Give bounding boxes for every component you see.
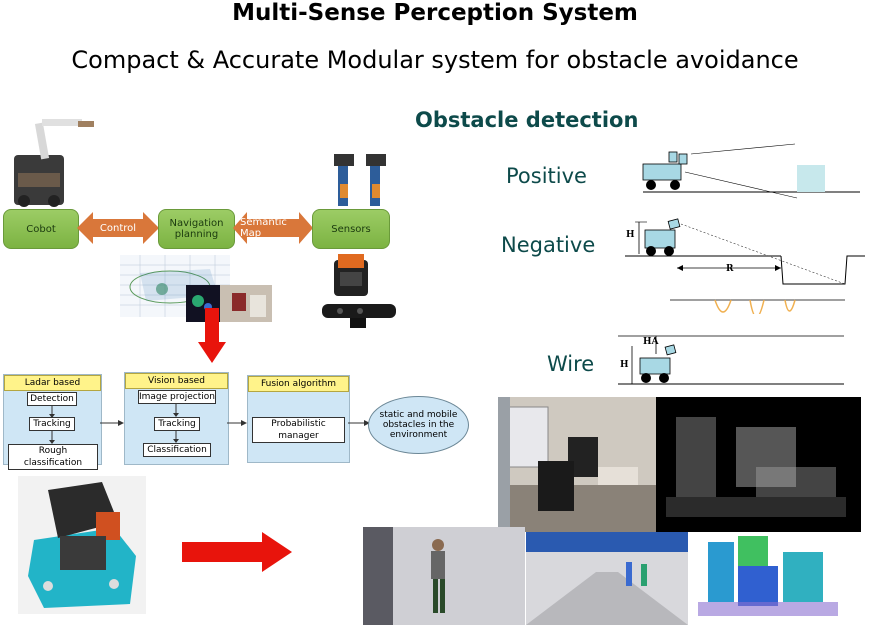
fusion-to-output-arrow: [348, 420, 370, 426]
vision-panel-title: Vision based algorithms: [125, 373, 228, 400]
page-title: Multi-Sense Perception System: [232, 0, 638, 26]
wire-label: Wire: [547, 352, 595, 376]
negative-r-label: R: [726, 264, 734, 274]
obstacle-detection-title: Obstacle detection: [415, 108, 639, 132]
vision-classification: Classification: [143, 443, 211, 457]
positive-label: Positive: [506, 164, 587, 188]
wire-ha-label: HA: [643, 337, 659, 347]
ladar-panel: Ladar based algorithms Detection Trackin…: [3, 374, 102, 470]
positive-obstacle-diagram: [642, 143, 860, 199]
sensor-housing-3d-model: [18, 476, 146, 614]
ladar-rough-classification: Rough classification: [8, 444, 98, 470]
navigation-planning-box: Navigation planning: [158, 209, 235, 249]
negative-obstacle-diagram: [625, 218, 865, 314]
fusion-panel: Fusion algorithm Probabilistic manager: [247, 375, 350, 463]
fusion-probabilistic-manager: Probabilistic manager: [252, 417, 345, 443]
ladar-to-vision-arrow: [100, 420, 124, 426]
kinect-sensor-image: [322, 304, 396, 328]
sensor-heads-image: [334, 154, 386, 206]
colored-point-cloud-image: [688, 532, 850, 625]
output-obstacles-label: static and mobile obstacles in the envir…: [379, 410, 458, 440]
ladar-detection: Detection: [27, 392, 77, 406]
vision-flow-arrows: [173, 403, 179, 443]
red-down-arrow: [198, 308, 226, 363]
office-photo: [498, 397, 656, 532]
sensors-box: Sensors: [312, 209, 390, 249]
lidar-sensor-image: [334, 254, 368, 296]
control-arrow: [77, 212, 159, 244]
cobot-box: Cobot: [3, 209, 79, 249]
vision-panel: Vision based algorithms Image projection…: [124, 372, 229, 465]
semantic-map-label: Semantic Map: [240, 217, 287, 239]
page-subtitle: Compact & Accurate Modular system for ob…: [71, 46, 799, 74]
warehouse-corridor-image: [526, 532, 688, 625]
negative-label: Negative: [501, 233, 596, 257]
wire-h-label: H: [620, 360, 629, 370]
point-cloud-depth-image: [656, 397, 861, 532]
vision-image-projection: Image projection: [138, 390, 216, 404]
vision-to-fusion-arrow: [227, 420, 247, 426]
negative-h-label: H: [626, 230, 635, 240]
ladar-panel-title: Ladar based algorithms: [4, 375, 101, 402]
fusion-panel-title: Fusion algorithm: [248, 376, 349, 392]
semantic-map-arrow: [233, 212, 313, 244]
laser-scan-photo: [186, 285, 272, 322]
control-label: Control: [99, 222, 137, 234]
wire-obstacle-diagram: [618, 335, 844, 385]
vision-tracking: Tracking: [154, 417, 200, 431]
person-tracking-image: [363, 527, 525, 625]
red-right-arrow: [182, 532, 292, 572]
output-obstacles-ellipse: static and mobile obstacles in the envir…: [368, 396, 469, 454]
cobot-robot-image: [14, 119, 94, 207]
ladar-flow-arrows: [49, 405, 55, 444]
